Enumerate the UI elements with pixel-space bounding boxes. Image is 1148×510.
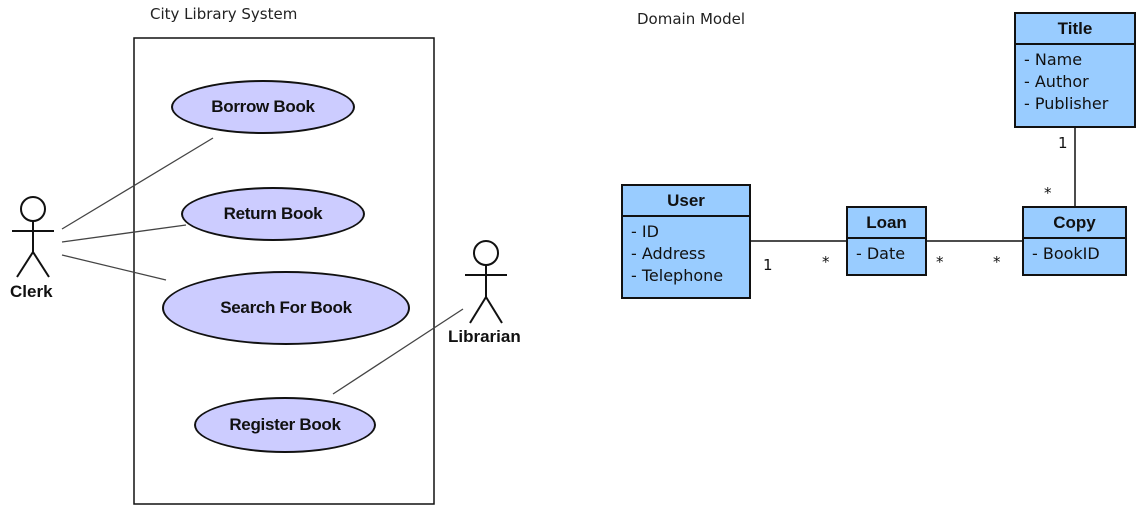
actor-clerk-label: Clerk [10,282,53,301]
class-title[interactable]: Title - Name - Author - Publisher [1014,12,1136,128]
class-title-attr: - Name [1024,50,1083,69]
use-case-return-book[interactable]: Return Book [181,187,365,241]
class-copy[interactable]: Copy - BookID [1022,206,1127,276]
multiplicity-loan-copy-copy-end: * [993,253,1001,271]
class-user[interactable]: User - ID - Address - Telephone [621,184,751,299]
multiplicity-loan-copy-loan-end: * [936,253,944,271]
multiplicity-title-end: 1 [1058,134,1068,152]
class-title-attr: - Publisher [1024,94,1109,113]
class-user-attr: - ID [631,222,659,241]
class-loan-name: Loan [848,208,925,239]
class-loan[interactable]: Loan - Date [846,206,927,276]
actor-associations [61,137,464,395]
class-user-name: User [623,186,749,217]
class-copy-name: Copy [1024,208,1125,239]
clerk-actor-figure [12,196,54,278]
class-user-attr: - Address [631,244,706,263]
clerk-return-link [61,224,187,243]
class-copy-attributes: - BookID [1024,239,1125,269]
class-title-name: Title [1016,14,1134,45]
librarian-actor-figure [465,240,507,324]
class-loan-attr: - Date [856,244,906,263]
clerk-search-link [61,254,167,281]
system-boundary [133,37,435,505]
multiplicity-copy-end: * [1044,184,1052,202]
use-case-borrow-book[interactable]: Borrow Book [171,80,355,134]
class-loan-attributes: - Date [848,239,925,269]
class-title-attributes: - Name - Author - Publisher [1016,45,1134,119]
multiplicity-loan-end: * [822,253,830,271]
clerk-borrow-link [61,137,214,230]
domain-model-title: Domain Model [637,10,746,28]
domain-associations [750,127,1076,242]
class-user-attributes: - ID - Address - Telephone [623,217,749,291]
use-case-search-for-book[interactable]: Search For Book [162,271,410,345]
class-user-attr: - Telephone [631,266,724,285]
multiplicity-user-end: 1 [763,256,773,274]
class-copy-attr: - BookID [1032,244,1100,263]
actor-librarian-label: Librarian [448,327,521,346]
class-title-attr: - Author [1024,72,1089,91]
use-case-register-book[interactable]: Register Book [194,397,376,453]
librarian-register-link [332,308,464,395]
system-title: City Library System [150,5,298,23]
